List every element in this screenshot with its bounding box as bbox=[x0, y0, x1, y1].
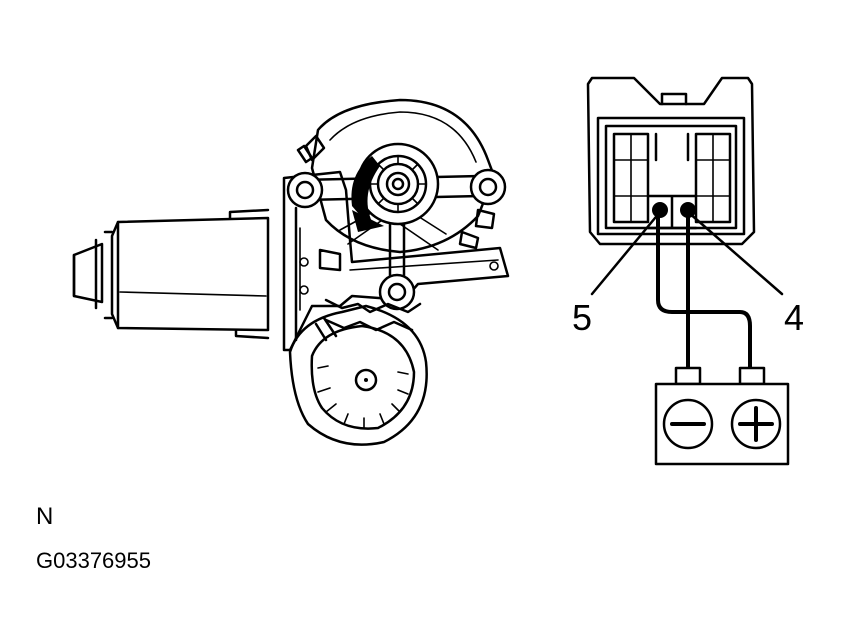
gear-housing bbox=[296, 98, 496, 254]
motor-housing bbox=[72, 208, 270, 340]
battery-positive-terminal-icon bbox=[730, 398, 782, 450]
pivot-bolt-right bbox=[469, 168, 507, 206]
motor-connector bbox=[586, 76, 756, 246]
view-letter-label: N bbox=[36, 503, 53, 530]
pivot-bolt-left bbox=[286, 171, 324, 209]
pin-4-label: 4 bbox=[784, 297, 804, 338]
pivot-bolt-lower bbox=[378, 273, 416, 311]
leader-lines bbox=[590, 210, 784, 296]
pin-5-label: 5 bbox=[572, 297, 592, 338]
rotation-arrow-icon bbox=[351, 156, 384, 232]
output-pinion bbox=[288, 298, 428, 446]
motor-assembly bbox=[72, 98, 510, 446]
battery bbox=[654, 366, 790, 466]
figure-id-label: G03376955 bbox=[36, 548, 151, 573]
battery-negative-terminal-icon bbox=[662, 398, 714, 450]
test-leads bbox=[656, 212, 752, 372]
